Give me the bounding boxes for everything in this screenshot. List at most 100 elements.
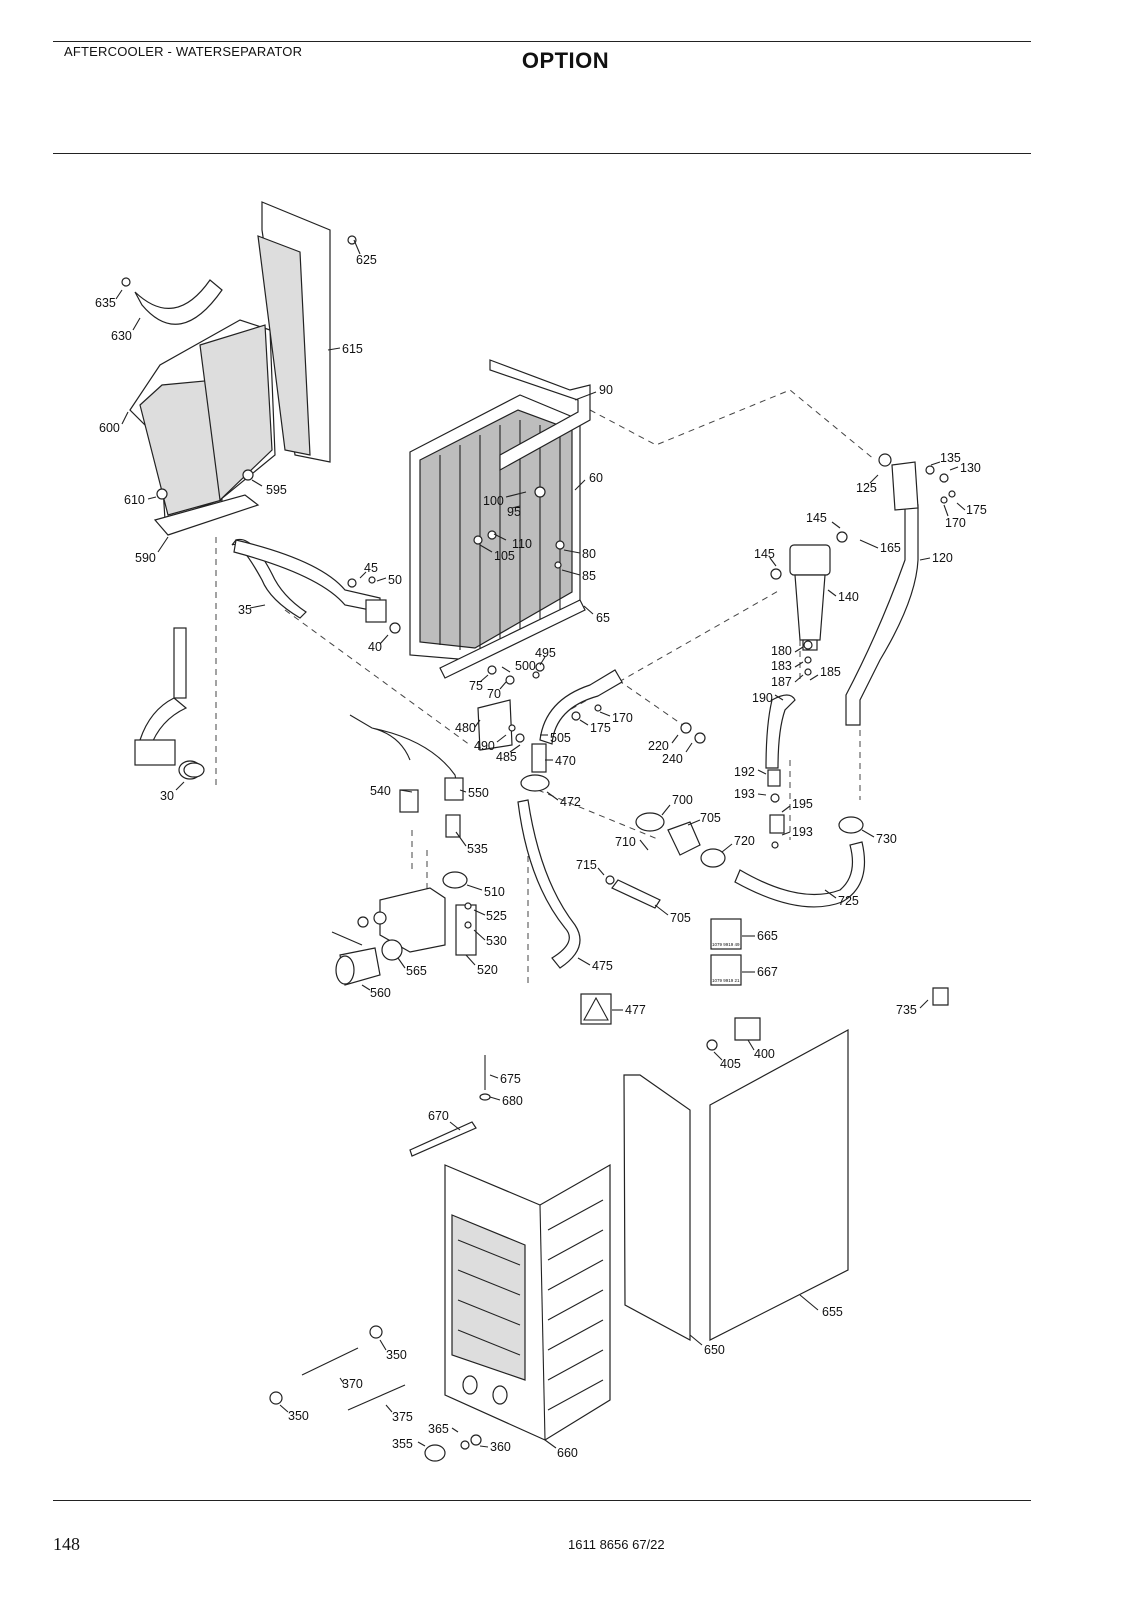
valve-195 xyxy=(769,814,785,834)
part-number: 185 xyxy=(820,665,841,679)
part-number: 590 xyxy=(135,551,156,565)
part-number: 350 xyxy=(386,1348,407,1362)
decal-665 xyxy=(710,918,742,950)
sensor-540 xyxy=(399,789,419,813)
clamp-30 xyxy=(183,762,205,778)
part-number: 477 xyxy=(625,1003,646,1017)
part-number: 600 xyxy=(99,421,120,435)
part-number: 490 xyxy=(474,739,495,753)
part-number: 595 xyxy=(266,483,287,497)
part-number: 525 xyxy=(486,909,507,923)
part-number: 65 xyxy=(596,611,610,625)
part-number: 80 xyxy=(582,547,596,561)
clamp-720 xyxy=(700,848,726,868)
leader-lines xyxy=(115,239,966,1449)
shroud-600 xyxy=(129,319,276,521)
part-number: 130 xyxy=(960,461,981,475)
part-number: 500 xyxy=(515,659,536,673)
part-number: 530 xyxy=(486,934,507,948)
aftercooler-60 xyxy=(409,359,591,679)
part-number: 670 xyxy=(428,1109,449,1123)
header-rule-top xyxy=(53,41,1031,42)
part-number: 180 xyxy=(771,644,792,658)
part-number: 40 xyxy=(368,640,382,654)
part-number: 100 xyxy=(483,494,504,508)
part-number: 475 xyxy=(592,959,613,973)
valve-705 xyxy=(667,821,701,856)
part-number: 45 xyxy=(364,561,378,575)
clamp-700 xyxy=(635,812,665,832)
decal-665-code: 1079 9919 49 xyxy=(712,942,740,947)
part-number: 85 xyxy=(582,569,596,583)
plate-615 xyxy=(257,201,331,463)
canopy-660 xyxy=(444,1163,611,1441)
part-number: 655 xyxy=(822,1305,843,1319)
hose-475 xyxy=(517,799,581,969)
part-number: 520 xyxy=(477,963,498,977)
pipe-470 xyxy=(539,669,623,745)
hose-190 xyxy=(765,694,796,769)
washer-680 xyxy=(479,1093,491,1101)
part-number: 350 xyxy=(288,1409,309,1423)
part-number: 193 xyxy=(734,787,755,801)
part-number: 110 xyxy=(512,537,532,551)
plug-565 xyxy=(381,939,403,961)
part-number: 165 xyxy=(880,541,901,555)
part-number: 220 xyxy=(648,739,669,753)
part-number: 610 xyxy=(124,493,145,507)
part-number: 715 xyxy=(576,858,597,872)
part-number: 35 xyxy=(238,603,252,617)
part-number: 700 xyxy=(672,793,693,807)
fasteners xyxy=(121,235,956,1450)
assembly-lines xyxy=(215,389,876,985)
connector-550 xyxy=(444,777,464,801)
part-number: 90 xyxy=(599,383,613,397)
part-number: 50 xyxy=(388,573,402,587)
part-number: 635 xyxy=(95,296,116,310)
part-number: 135 xyxy=(940,451,961,465)
section-title: AFTERCOOLER - WATERSEPARATOR xyxy=(64,44,303,59)
filter-140 xyxy=(789,544,831,651)
part-number: 170 xyxy=(612,711,633,725)
flange-120 xyxy=(891,461,919,511)
part-number: 365 xyxy=(428,1422,449,1436)
part-number: 400 xyxy=(754,1047,775,1061)
bracket-705b xyxy=(611,879,661,909)
part-number: 405 xyxy=(720,1057,741,1071)
sensor-535 xyxy=(445,814,461,838)
part-number: 360 xyxy=(490,1440,511,1454)
bracket-590 xyxy=(153,494,260,536)
part-number: 540 xyxy=(370,784,391,798)
part-number: 183 xyxy=(771,659,792,673)
part-number: 505 xyxy=(550,731,571,745)
part-number: 710 xyxy=(615,835,636,849)
document-number: 1611 8656 67/22 xyxy=(568,1537,665,1552)
strip-670 xyxy=(409,1121,477,1157)
option-title: OPTION xyxy=(521,48,610,73)
part-number: 195 xyxy=(792,797,813,811)
pipe-725 xyxy=(734,841,866,908)
part-number: 355 xyxy=(392,1437,413,1451)
part-number: 120 xyxy=(932,551,953,565)
pipe-470-end xyxy=(531,743,547,773)
part-number: 95 xyxy=(507,505,521,519)
part-number: 70 xyxy=(487,687,501,701)
pipe-35 xyxy=(233,539,381,613)
part-number: 725 xyxy=(838,894,859,908)
shackle-350b xyxy=(369,1325,383,1339)
part-number-labels: 625 635 630 615 600 610 595 590 90 60 10… xyxy=(95,253,987,1460)
part-number: 660 xyxy=(557,1446,578,1460)
header-rule-bottom xyxy=(53,153,1031,154)
part-number: 193 xyxy=(792,825,813,839)
part-number: 105 xyxy=(494,549,515,563)
tap-735 xyxy=(932,987,949,1006)
chains-370-375 xyxy=(301,1347,406,1411)
part-number: 535 xyxy=(467,842,488,856)
part-number: 240 xyxy=(662,752,683,766)
door-655 xyxy=(709,1028,849,1341)
part-number: 625 xyxy=(356,253,377,267)
fitting-192 xyxy=(767,769,781,787)
part-number: 705 xyxy=(670,911,691,925)
clamp-472 xyxy=(520,774,550,792)
flange-35 xyxy=(365,599,387,623)
